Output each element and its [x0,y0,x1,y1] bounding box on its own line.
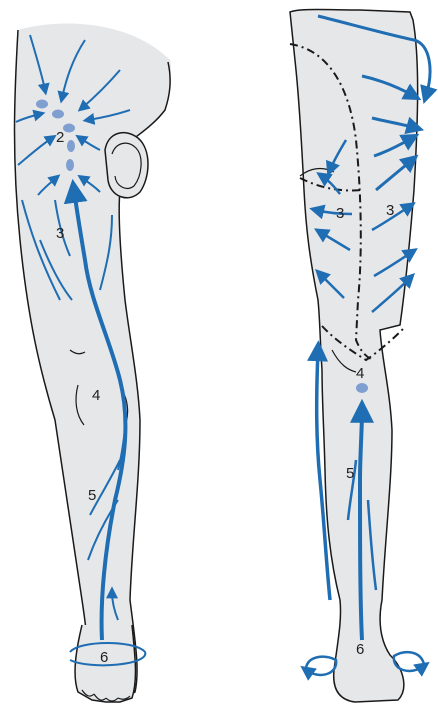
lymph-node [36,100,48,109]
calf-main-trunk [360,410,362,640]
back-label-calf: 5 [346,465,354,482]
lymph-node [66,159,74,171]
front-label-knee: 4 [92,387,100,404]
lymph-node [67,140,75,152]
popliteal-lymph-node [356,383,368,393]
back-label-popliteal: 4 [356,365,364,382]
front-label-groin: 2 [56,129,64,146]
back-label-foot: 6 [356,641,364,658]
back-leg-view: 3 3 4 5 6 [290,10,430,703]
back-leg-outline [290,10,418,703]
front-label-lower-leg: 5 [88,487,96,504]
front-label-foot: 6 [100,649,108,666]
heel-loop [394,652,424,671]
heel-loop [306,657,336,675]
front-label-thigh: 3 [56,225,64,242]
back-label-thigh-left: 3 [336,205,344,222]
front-leg-view: 2 3 4 5 6 [14,24,171,702]
lymph-node [63,124,75,133]
lymph-node [52,110,64,119]
back-label-thigh-right: 3 [386,202,394,219]
front-leg-outline [15,30,171,700]
